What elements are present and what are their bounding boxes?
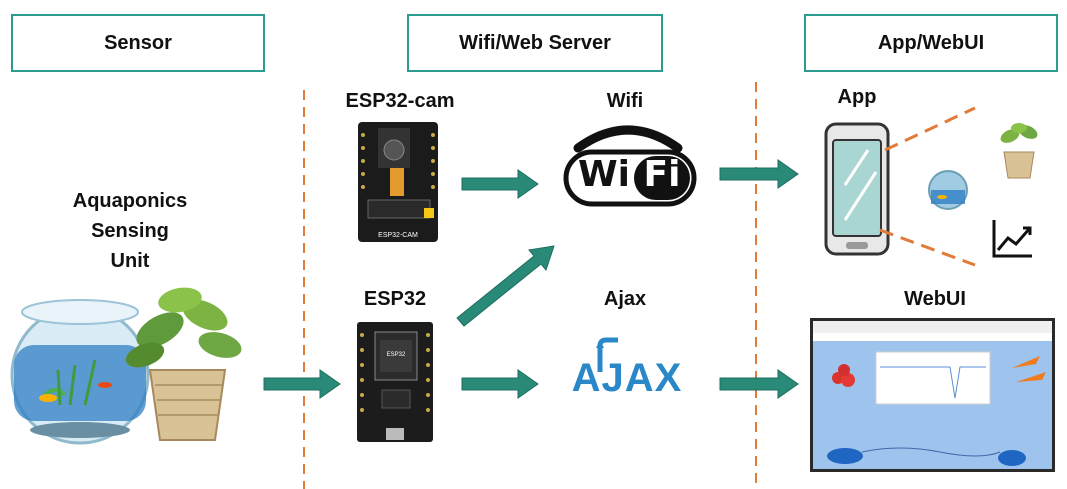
arrow-sensor-to-esp32 <box>263 369 341 399</box>
sensor-header: Sensor <box>11 14 265 72</box>
phone-icon <box>824 122 890 256</box>
app-header-label: App/WebUI <box>877 31 985 54</box>
server-header-label: Wifi/Web Server <box>459 31 611 54</box>
sensor-unit-line1: Aquaponics <box>72 190 188 212</box>
arrow-wifi-to-app <box>719 159 799 189</box>
sensor-unit-line2: Sensing <box>91 220 169 242</box>
aquarium-plant-image <box>10 287 242 445</box>
arrow-esp32-to-wifi <box>456 245 555 327</box>
ajax-logo-icon <box>596 337 618 372</box>
wifi-logo-text-left: Wi <box>577 154 631 195</box>
webui-title: WebUI <box>904 288 966 310</box>
app-title: App <box>837 86 877 108</box>
arrow-esp32-to-ajax <box>461 369 539 399</box>
sensor-unit-line3: Unit <box>110 250 150 272</box>
webui-screenshot-image <box>810 318 1055 472</box>
esp32-chip-text: ESP32 <box>386 352 406 358</box>
sensor-unit-label: Aquaponics Sensing Unit <box>40 186 220 276</box>
esp32cam-board-image <box>358 122 438 242</box>
phone-zoom-line-bottom <box>879 228 976 267</box>
wifi-title: Wifi <box>606 90 644 112</box>
wifi-logo-text-right: Fi <box>643 154 681 195</box>
esp32-title: ESP32 <box>363 288 427 310</box>
small-aquarium-icon <box>928 170 968 210</box>
small-plant-icon <box>1000 123 1038 179</box>
esp32cam-board-text: ESP32-CAM <box>378 232 418 239</box>
esp32-board-image <box>357 322 433 442</box>
ajax-logo-text: AJAX <box>571 356 683 400</box>
line-chart-icon <box>992 220 1032 258</box>
wifi-logo-icon <box>563 125 697 207</box>
app-header: App/WebUI <box>804 14 1058 72</box>
phone-zoom-line-top <box>884 106 976 152</box>
esp32cam-title: ESP32-cam <box>345 90 455 112</box>
arrow-esp32cam-to-wifi <box>461 169 539 199</box>
server-header: Wifi/Web Server <box>407 14 663 72</box>
ajax-title: Ajax <box>603 288 647 310</box>
arrow-ajax-to-webui <box>719 369 799 399</box>
sensor-header-label: Sensor <box>104 31 172 54</box>
